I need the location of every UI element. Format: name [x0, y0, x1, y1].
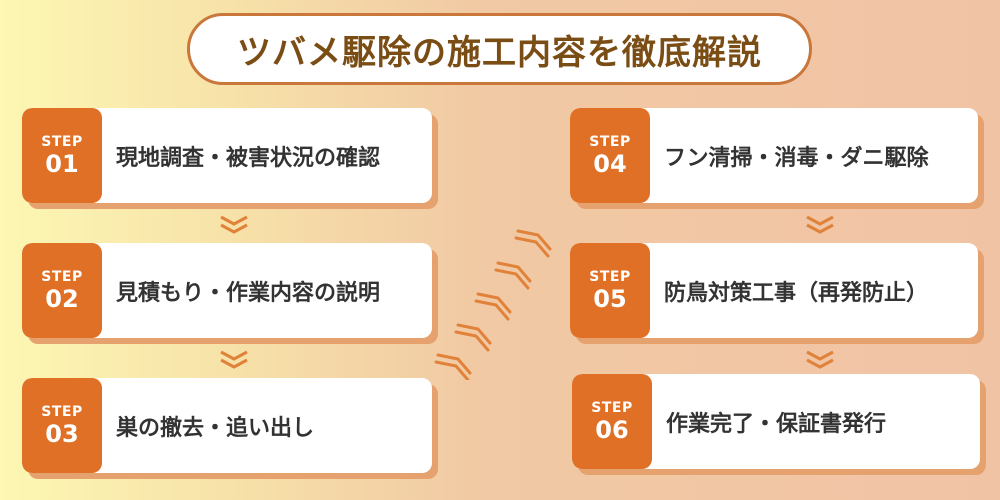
- step-badge: STEP 02: [22, 243, 102, 338]
- page-title: ツバメ駆除の施工内容を徹底解説: [237, 32, 762, 73]
- step-card-04: STEP 04 フン清掃・消毒・ダニ駆除: [570, 108, 984, 209]
- step-card-05: STEP 05 防鳥対策工事（再発防止）: [570, 243, 984, 344]
- step-number: 02: [45, 284, 79, 313]
- step-label: 防鳥対策工事（再発防止）: [664, 280, 929, 306]
- double-chevron-down-icon: [806, 215, 834, 234]
- step-label: 見積もり・作業内容の説明: [116, 280, 381, 306]
- double-chevron-down-icon: [220, 215, 248, 234]
- step-badge: STEP 04: [570, 108, 650, 203]
- step-number: 04: [593, 149, 627, 178]
- step-label: 現地調査・被害状況の確認: [116, 145, 381, 171]
- double-chevron-down-icon: [220, 350, 248, 369]
- step-badge: STEP 01: [22, 108, 102, 203]
- step-label: 巣の撤去・追い出し: [116, 415, 315, 441]
- step-card-06: STEP 06 作業完了・保証書発行: [572, 374, 986, 475]
- step-card-03: STEP 03 巣の撤去・追い出し: [22, 378, 438, 479]
- double-chevron-up-right-icon: [434, 229, 552, 380]
- double-chevron-down-icon: [806, 350, 834, 369]
- step-label: フン清掃・消毒・ダニ駆除: [664, 145, 929, 171]
- step-number: 01: [45, 149, 79, 178]
- step-card-01: STEP 01 現地調査・被害状況の確認: [22, 108, 438, 209]
- title-banner: ツバメ駆除の施工内容を徹底解説: [187, 13, 812, 85]
- step-label: 作業完了・保証書発行: [666, 411, 887, 437]
- step-badge: STEP 06: [572, 374, 652, 469]
- step-badge: STEP 03: [22, 378, 102, 473]
- step-number: 05: [593, 284, 627, 313]
- step-badge: STEP 05: [570, 243, 650, 338]
- step-number: 03: [45, 419, 79, 448]
- step-number: 06: [595, 415, 629, 444]
- step-card-02: STEP 02 見積もり・作業内容の説明: [22, 243, 438, 344]
